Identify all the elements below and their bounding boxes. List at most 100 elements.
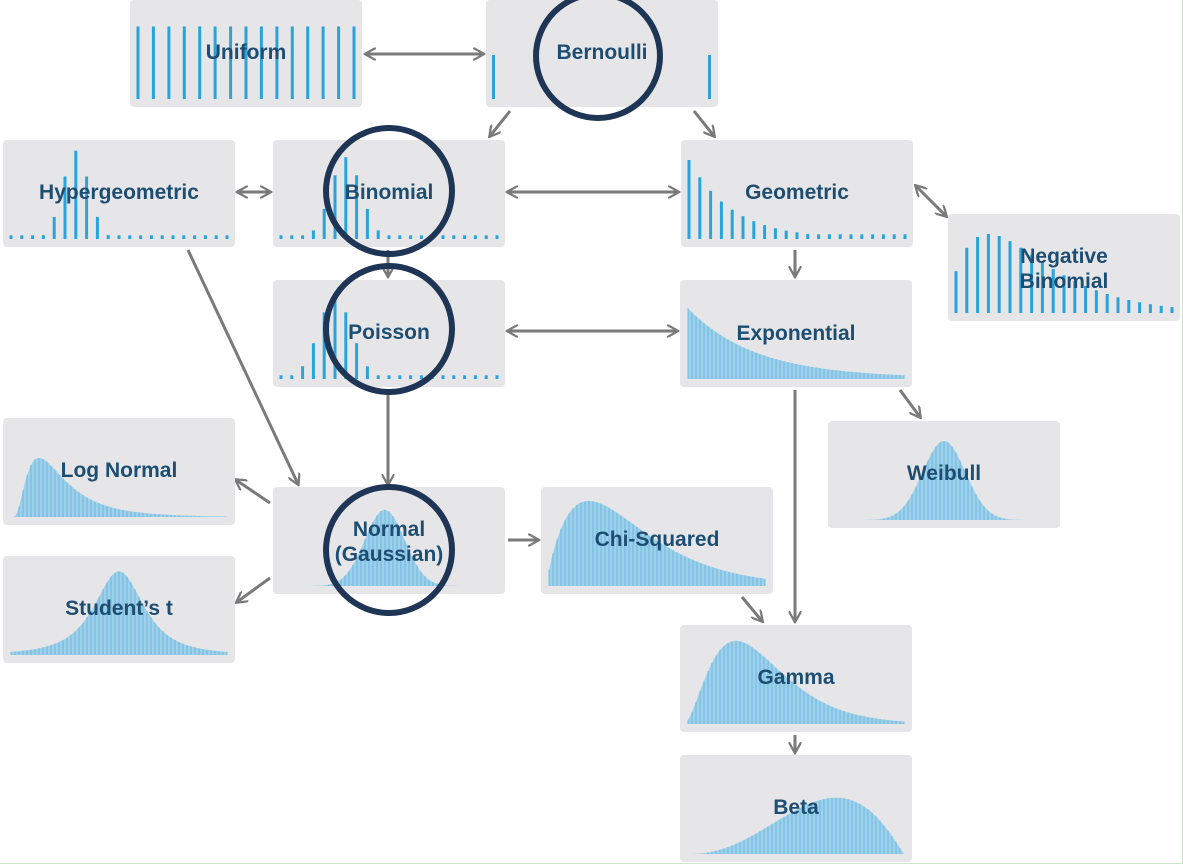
node-binomial: Binomial [273,140,505,247]
uniform-distribution-chart [136,26,356,99]
edge-bernoulli-to-binomial [490,110,512,136]
node-label-binomial: Binomial [344,181,434,204]
negative-binomial-bar-13 [1094,290,1098,313]
poisson-bar-1 [290,375,294,379]
geometric-bar-10 [795,232,799,239]
hypergeometric-bar-3 [41,235,45,239]
negative-binomial-bar-3 [986,234,990,313]
uniform-bar-7 [244,26,248,99]
hypergeometric-bar-10 [117,235,121,239]
uniform-bar-3 [182,26,186,99]
node-weibull: Weibull [828,421,1060,528]
node-label-bernoulli: Bernoulli [556,41,648,64]
binomial-bar-3 [311,230,315,239]
weibull-distribution-chart [836,441,1052,520]
bernoulli-bar-0 [492,55,495,99]
node-label-log-normal: Log Normal [60,459,178,482]
negative-binomial-bar-14 [1105,294,1109,313]
node-exponential: Exponential [680,280,912,387]
uniform-bar-9 [275,26,279,99]
negative-binomial-bar-6 [1019,247,1023,313]
hypergeometric-bar-4 [52,216,56,239]
node-poisson: Poisson [273,280,505,387]
poisson-bar-3 [311,343,315,379]
node-normal: Normal (Gaussian) [273,487,505,594]
geometric-bar-2 [709,190,713,239]
bernoulli-bar-1 [708,55,711,99]
poisson-bar-11 [398,375,402,379]
binomial-bar-1 [290,235,294,239]
node-label-weibull: Weibull [906,462,982,485]
geometric-bar-3 [719,201,723,239]
poisson-bar-10 [387,375,391,379]
chi-squared-distribution-chart [548,500,766,586]
node-label-geometric: Geometric [745,181,849,204]
geometric-bar-8 [773,228,777,239]
geometric-bar-18 [881,234,885,239]
node-geometric: Geometric [681,140,913,247]
negative-binomial-bar-5 [1008,241,1012,313]
edge-geometric-to-negative-binomial [916,186,946,216]
poisson-bar-20 [495,375,499,379]
negative-binomial-bar-15 [1116,297,1120,313]
node-label-uniform: Uniform [205,41,287,64]
binomial-bar-8 [365,208,369,239]
uniform-bar-14 [352,26,356,99]
node-label-poisson: Poisson [348,321,430,344]
node-chi-squared: Chi-Squared [541,487,773,594]
log-normal-distribution-chart [11,457,227,517]
node-uniform: Uniform [130,0,362,107]
negative-binomial-bar-2 [976,236,980,313]
geometric-bar-9 [784,230,788,239]
uniform-bar-8 [259,26,263,99]
node-beta: Beta [680,755,912,862]
students-t-distribution-chart [10,571,228,655]
binomial-bar-20 [495,235,499,239]
binomial-bar-15 [441,235,445,239]
geometric-bar-12 [817,234,821,239]
hypergeometric-bar-20 [225,235,229,239]
hypergeometric-bar-5 [63,176,67,239]
exponential-density-area [688,308,904,379]
binomial-bar-2 [301,235,305,239]
binomial-bar-18 [473,235,477,239]
uniform-bar-10 [290,26,294,99]
poisson-bar-15 [441,375,445,379]
binomial-bar-4 [322,208,326,239]
geometric-bar-13 [827,234,831,239]
node-bernoulli: Bernoulli [486,0,718,107]
edge-exponential-to-weibull [898,389,920,417]
negative-binomial-bar-18 [1148,304,1152,313]
hypergeometric-bar-9 [106,235,110,239]
geometric-bar-1 [698,177,702,239]
gamma-distribution-chart [687,640,905,724]
poisson-bar-2 [301,366,305,379]
binomial-bar-17 [463,235,467,239]
poisson-bar-14 [430,375,434,379]
negative-binomial-bar-16 [1127,300,1131,313]
poisson-bar-18 [473,375,477,379]
negative-binomial-bar-17 [1138,302,1142,313]
hypergeometric-bar-14 [160,235,164,239]
binomial-bar-11 [398,235,402,239]
hypergeometric-bar-12 [139,235,143,239]
uniform-bar-1 [151,26,155,99]
geometric-bar-19 [892,234,896,239]
geometric-bar-7 [763,225,767,239]
uniform-bar-6 [229,26,233,99]
hypergeometric-bar-13 [149,235,153,239]
poisson-bar-19 [484,375,488,379]
poisson-bar-9 [376,375,380,379]
uniform-bar-4 [198,26,202,99]
geometric-bar-17 [871,234,875,239]
binomial-bar-10 [387,235,391,239]
negative-binomial-distribution-chart [954,234,1174,313]
negative-binomial-bar-11 [1073,280,1077,313]
poisson-bar-8 [365,366,369,379]
node-students-t: Student’s t [3,556,235,663]
gamma-density-area [688,640,904,724]
node-gamma: Gamma [680,625,912,732]
negative-binomial-bar-7 [1030,254,1034,313]
hypergeometric-distribution-chart [9,150,229,239]
